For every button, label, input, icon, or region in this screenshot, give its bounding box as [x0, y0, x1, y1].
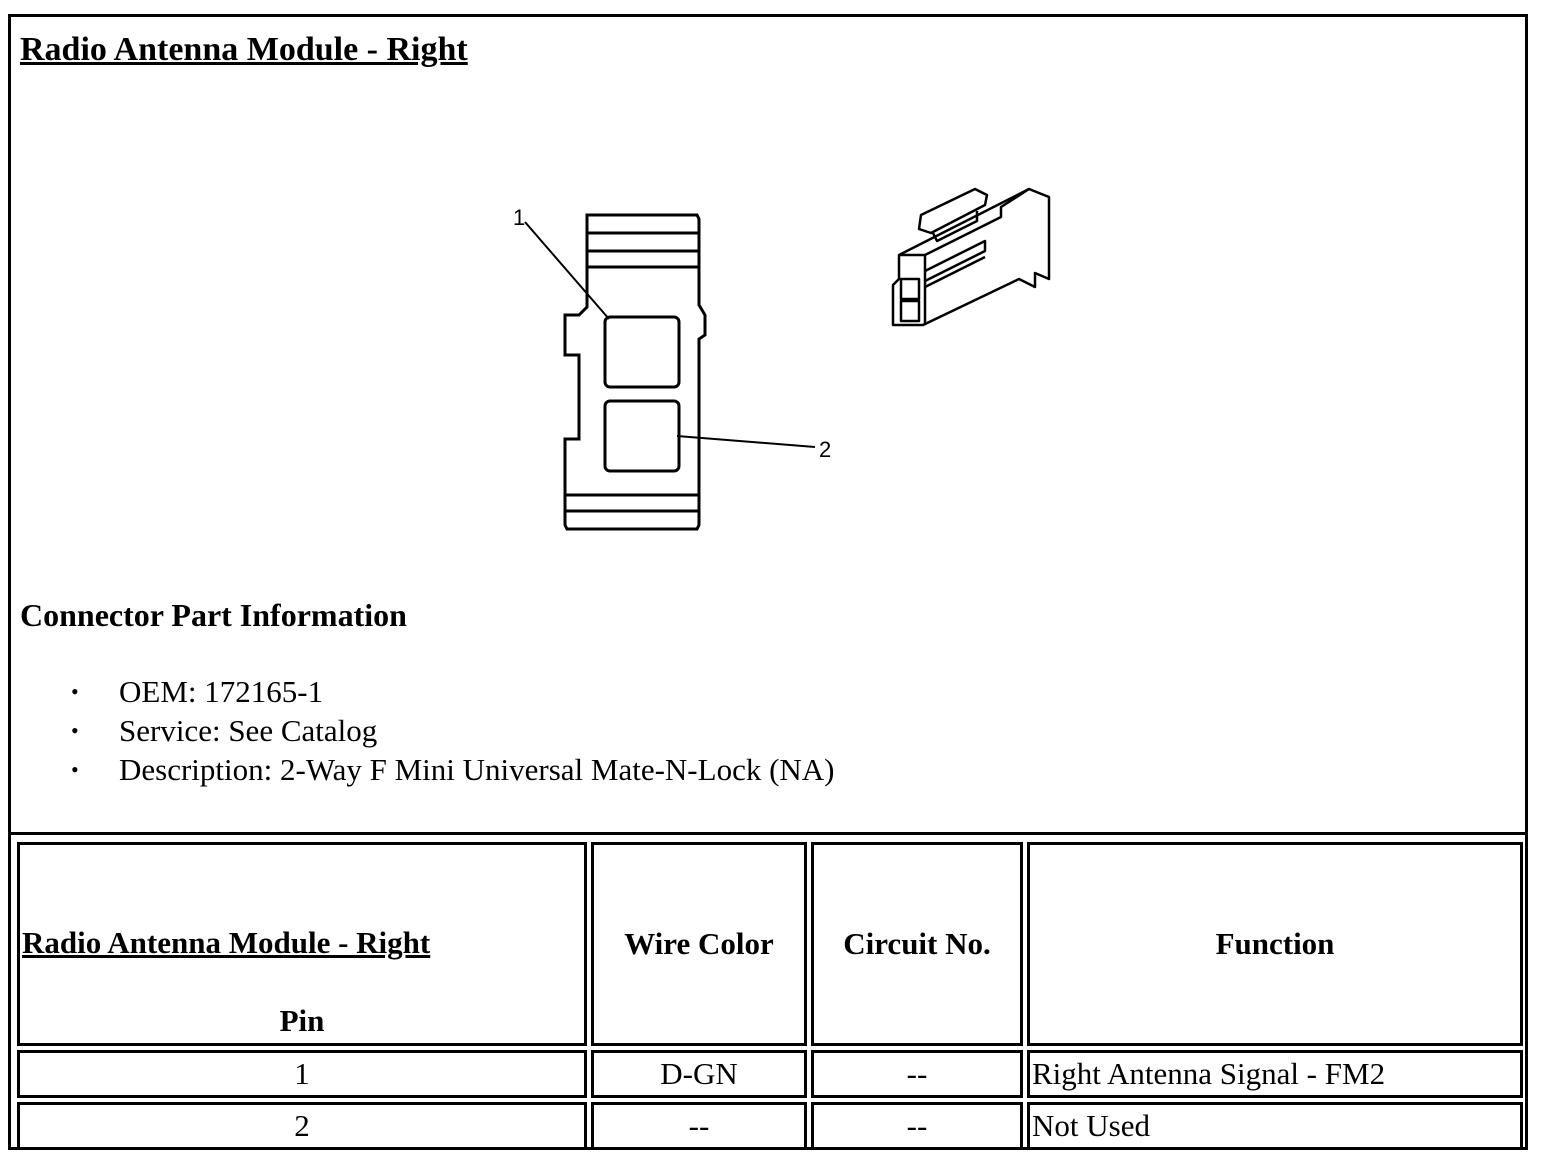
pin-cell: 1 [17, 1050, 587, 1098]
description-info: Description: 2-Way F Mini Universal Mate… [119, 752, 835, 787]
function-cell: Not Used [1027, 1102, 1523, 1150]
pin-header-title: Radio Antenna Module - Right [22, 925, 431, 960]
connector-isometric-view [891, 187, 1051, 327]
function-header: Function [1027, 842, 1523, 1046]
service-info: Service: See Catalog [119, 713, 378, 748]
connector-face-view [563, 213, 707, 531]
bullet: • [71, 757, 79, 782]
wire-color-cell: D-GN [591, 1050, 807, 1098]
table-header-row: Radio Antenna Module - Right Pin Wire Co… [17, 842, 1523, 1046]
wire-color-cell: -- [591, 1102, 807, 1150]
callout-1-label: 1 [513, 205, 525, 230]
iso-pin-1 [899, 277, 921, 301]
connector-figure: 1 2 [513, 187, 1051, 531]
pin-2-cavity [603, 399, 681, 473]
connector-info-cell: Radio Antenna Module - Right 1 2 [11, 17, 1525, 835]
pin-column-header: Radio Antenna Module - Right Pin [17, 842, 587, 1046]
table-row: 1 D-GN -- Right Antenna Signal - FM2 [17, 1050, 1523, 1098]
pin-1-cavity [603, 315, 681, 389]
pin-cell: 2 [17, 1102, 587, 1150]
list-item: • Description: 2-Way F Mini Universal Mat… [71, 750, 835, 789]
page-title: Radio Antenna Module - Right [20, 31, 468, 68]
iso-pin-2 [899, 299, 921, 323]
circuit-cell: -- [811, 1102, 1023, 1150]
function-cell: Right Antenna Signal - FM2 [1027, 1050, 1523, 1098]
circuit-cell: -- [811, 1050, 1023, 1098]
list-item: • OEM: 172165-1 [71, 672, 835, 711]
section-heading: Connector Part Information [20, 597, 407, 633]
circuit-header: Circuit No. [811, 842, 1023, 1046]
table-row: 2 -- -- Not Used [17, 1102, 1523, 1150]
pin-header-sub: Pin [279, 1003, 325, 1038]
section-divider [11, 832, 1525, 835]
part-info-list: • OEM: 172165-1 • Service: See Catalog • De… [71, 672, 835, 789]
bullet: • [71, 679, 79, 704]
list-item: • Service: See Catalog [71, 711, 835, 750]
callout-leaders [524, 221, 816, 448]
oem-info: OEM: 172165-1 [119, 674, 324, 709]
document-frame: Radio Antenna Module - Right 1 2 [8, 14, 1528, 1150]
bullet: • [71, 718, 79, 743]
pinout-table: Radio Antenna Module - Right Pin Wire Co… [13, 838, 1527, 1154]
wire-color-header: Wire Color [591, 842, 807, 1046]
callout-2-label: 2 [819, 437, 831, 462]
